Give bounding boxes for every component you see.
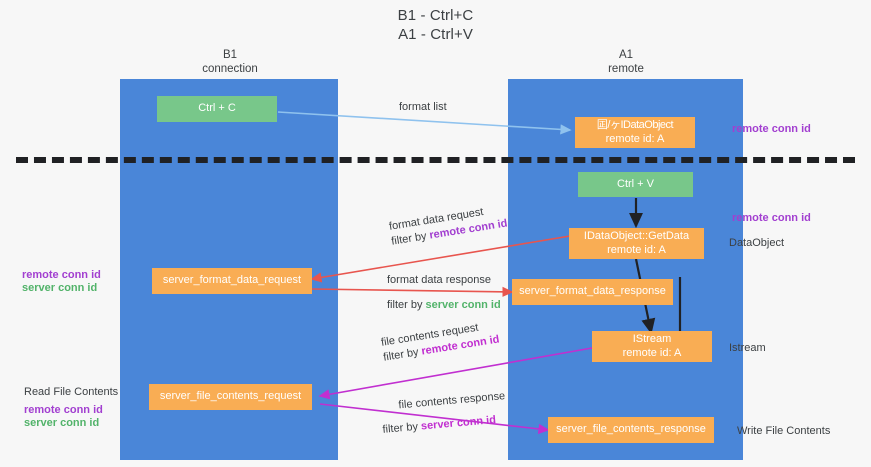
edge-label-format-list-text: format list bbox=[399, 101, 447, 113]
label-left-server-conn-id-bottom: server conn id bbox=[24, 417, 100, 429]
node-ctrl-v-label: Ctrl + V bbox=[617, 177, 654, 190]
label-write-file-contents: Write File Contents bbox=[737, 425, 831, 437]
node-server-file-contents-request[interactable]: server_file_contents_request bbox=[149, 384, 312, 410]
label-istream: Istream bbox=[729, 342, 766, 354]
edge-label-format-data-response: format data response filter by server co… bbox=[387, 273, 501, 313]
column-header-a1-role: remote bbox=[608, 63, 644, 75]
node-server-format-data-request[interactable]: server_format_data_request bbox=[152, 268, 312, 294]
node-istream-remote-id: remote id: A bbox=[622, 346, 682, 359]
node-server-format-data-response[interactable]: server_format_data_response bbox=[512, 279, 673, 305]
edge-label-file-contents-response: file contents response filter by server … bbox=[380, 389, 508, 438]
edge-label-file-contents-response-line2: filter by server conn id bbox=[382, 412, 508, 438]
node-istream[interactable]: IStream remote id: A bbox=[592, 331, 712, 362]
column-header-b1-name: B1 bbox=[222, 49, 238, 61]
edge-label-format-data-response-key: server conn id bbox=[425, 299, 501, 311]
label-left-server-conn-id-mid: server conn id bbox=[22, 282, 98, 294]
label-left-remote-conn-id-bottom: remote conn id bbox=[24, 404, 103, 416]
label-dataobject: DataObject bbox=[729, 237, 785, 249]
title-line-2: A1 - Ctrl+V bbox=[398, 26, 473, 43]
node-server-format-data-request-label: server_format_data_request bbox=[162, 274, 302, 287]
node-server-format-data-response-label: server_format_data_response bbox=[519, 285, 666, 298]
edge-label-format-data-request: format data request filter by remote con… bbox=[388, 202, 509, 250]
node-server-file-contents-response[interactable]: server_file_contents_response bbox=[548, 417, 714, 443]
edge-label-file-contents-response-line1: file contents response bbox=[398, 390, 506, 412]
node-istream-title: IStream bbox=[632, 333, 672, 345]
column-header-b1-role: connection bbox=[202, 63, 258, 75]
column-header-a1: A1 remote bbox=[510, 48, 742, 76]
edge-label-format-data-response-line2: filter by server conn id bbox=[387, 298, 501, 313]
node-idataobject-title: 囸/ヶIDataObject bbox=[596, 119, 674, 131]
column-header-a1-name: A1 bbox=[618, 49, 634, 61]
edge-label-file-contents-request: file contents request filter by remote c… bbox=[380, 318, 501, 366]
label-left-remote-conn-id-mid: remote conn id bbox=[22, 269, 101, 281]
node-server-file-contents-request-label: server_file_contents_request bbox=[159, 390, 302, 403]
node-ctrl-v[interactable]: Ctrl + V bbox=[578, 172, 693, 197]
edge-label-format-data-response-line1: format data response bbox=[387, 274, 491, 286]
node-getdata-remote-id: remote id: A bbox=[607, 243, 666, 256]
edge-label-format-data-response-prefix: filter by bbox=[387, 299, 426, 311]
column-header-b1: B1 connection bbox=[125, 48, 335, 76]
node-ctrl-c-label: Ctrl + C bbox=[198, 102, 236, 115]
node-idataobject-remote-id: remote id: A bbox=[605, 132, 665, 145]
title-line-1: B1 - Ctrl+C bbox=[397, 7, 474, 24]
edge-label-file-contents-response-prefix: filter by bbox=[382, 420, 422, 436]
edge-label-file-contents-response-key: server conn id bbox=[420, 413, 497, 433]
node-getdata[interactable]: IDataObject::GetData remote id: A bbox=[569, 228, 704, 259]
node-idataobject[interactable]: 囸/ヶIDataObject remote id: A bbox=[575, 117, 695, 148]
node-ctrl-c[interactable]: Ctrl + C bbox=[157, 96, 277, 122]
label-remote-conn-id-top: remote conn id bbox=[732, 123, 811, 135]
node-server-file-contents-response-label: server_file_contents_response bbox=[556, 423, 706, 436]
label-remote-conn-id-mid: remote conn id bbox=[732, 212, 811, 224]
label-read-file-contents: Read File Contents bbox=[24, 386, 119, 398]
edge-label-format-list: format list bbox=[399, 100, 447, 115]
node-getdata-title: IDataObject::GetData bbox=[583, 230, 690, 242]
page-title: B1 - Ctrl+C A1 - Ctrl+V bbox=[0, 6, 871, 44]
section-divider bbox=[16, 157, 855, 163]
